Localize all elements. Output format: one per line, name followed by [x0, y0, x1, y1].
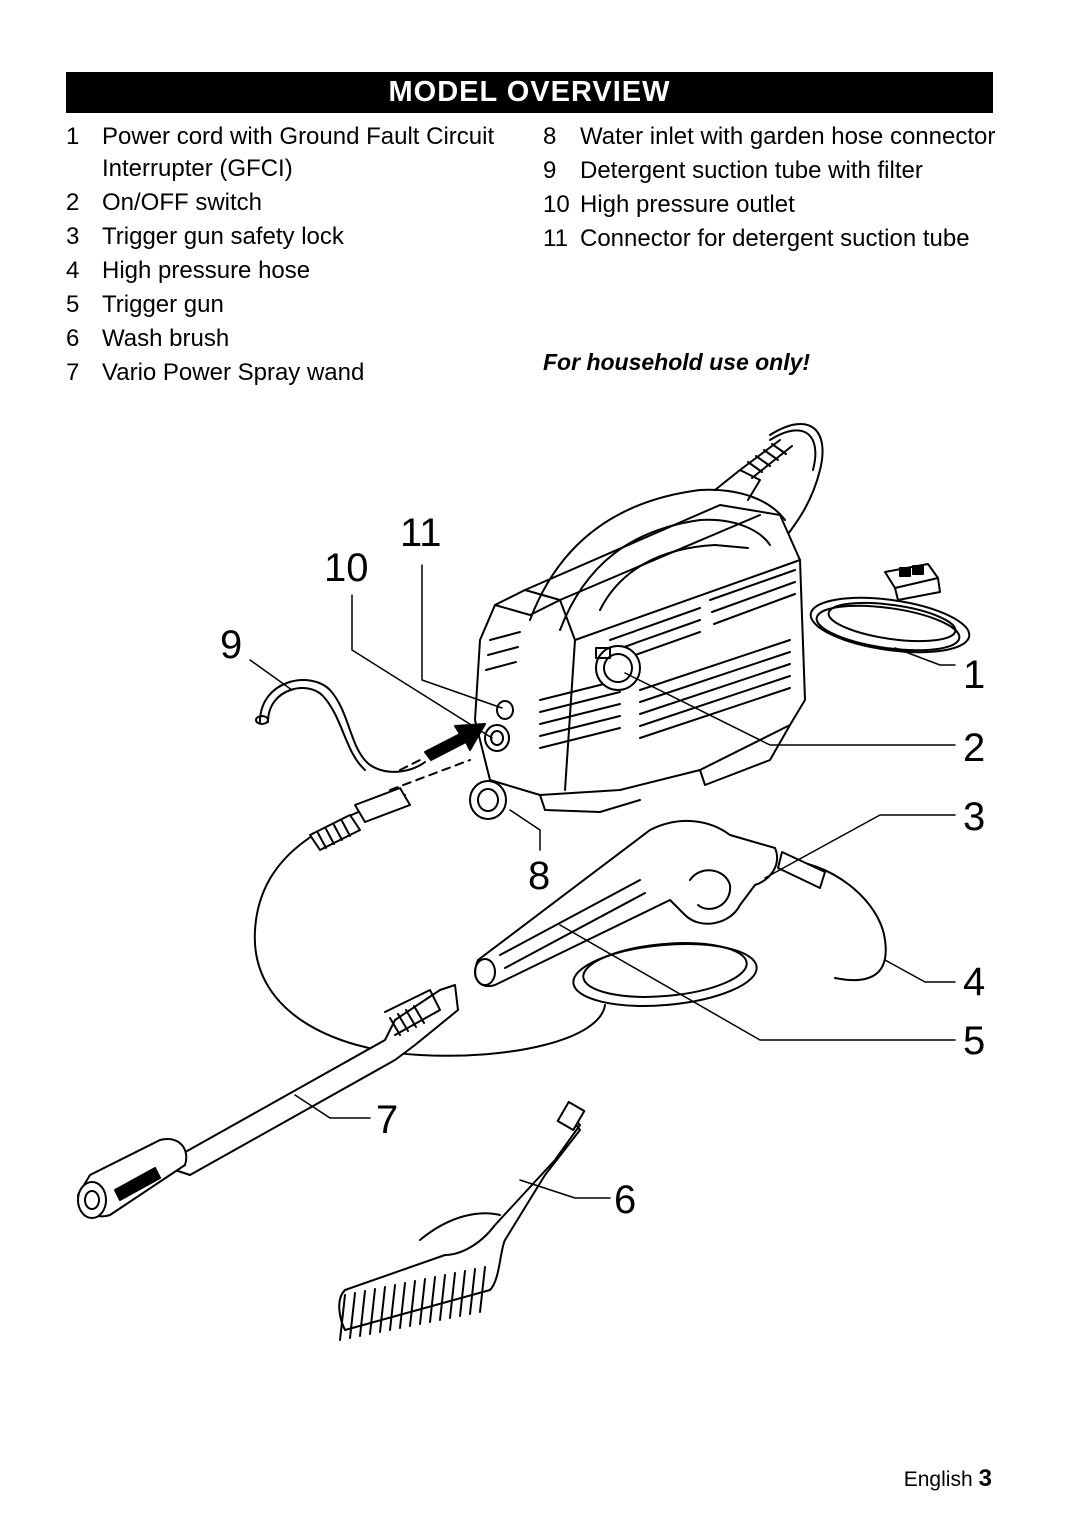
detergent-suction-tube [259, 679, 426, 773]
section-title: MODEL OVERVIEW [388, 76, 671, 108]
callout-6: 6 [614, 1178, 637, 1222]
callout-7: 7 [376, 1098, 399, 1142]
connection-arrow-icon [424, 723, 486, 761]
callout-11: 11 [400, 511, 442, 555]
callout-leader-lines [249, 564, 956, 1199]
section-title-bar: MODEL OVERVIEW [66, 72, 993, 113]
footer-language: English [903, 1468, 973, 1491]
trigger-gun [474, 819, 778, 988]
callout-2: 2 [963, 726, 986, 770]
spray-wand [77, 984, 459, 1219]
callout-5: 5 [963, 1019, 986, 1063]
callout-4: 4 [963, 960, 986, 1004]
callout-8: 8 [528, 854, 551, 898]
on-off-switch [595, 645, 641, 691]
machine-body [474, 439, 806, 813]
callout-9: 9 [220, 623, 243, 667]
gfci-plug [884, 563, 941, 601]
wash-brush [338, 1100, 586, 1341]
callout-10: 10 [324, 546, 369, 590]
page-number: 3 [978, 1465, 992, 1492]
callout-1: 1 [963, 653, 986, 697]
household-use-note: For household use only! [543, 349, 811, 375]
outlet-connectors [469, 700, 514, 820]
callout-3: 3 [963, 795, 986, 839]
high-pressure-hose [253, 794, 606, 1057]
power-cord-coil [769, 423, 971, 654]
